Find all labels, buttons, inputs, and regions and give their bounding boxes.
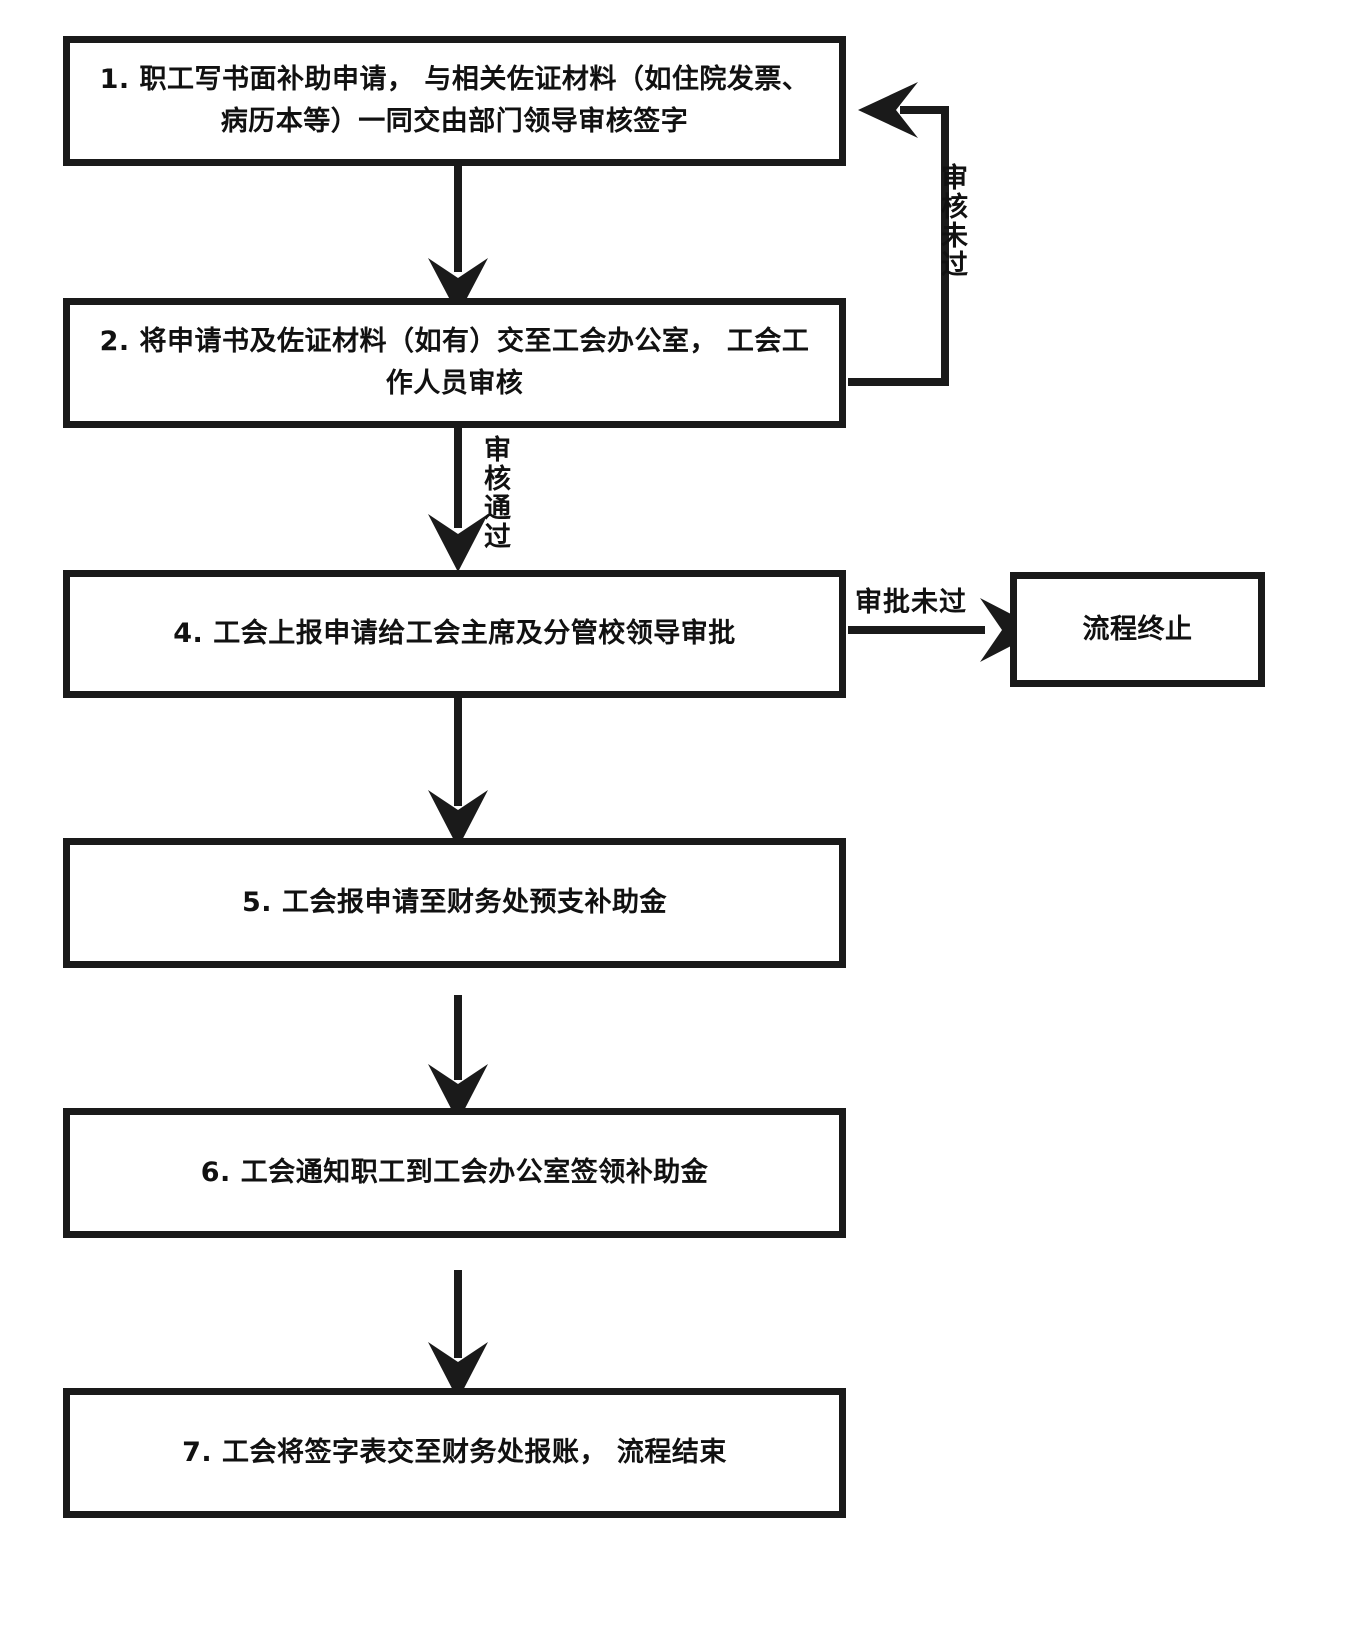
node-label-step5: 5. 工会报申请至财务处预支补助金 — [242, 887, 667, 919]
connector-step1-to-step2 — [428, 166, 488, 315]
edge-label-approval-failed: 审批未过 — [855, 587, 967, 618]
connector-step6-to-step7 — [428, 1270, 488, 1400]
node-label-step7: 7. 工会将签字表交至财务处报账， 流程结束 — [182, 1437, 727, 1469]
node-label-step1: 1. 职工写书面补助申请， 与相关佐证材料（如住院发票、病历本等）一同交由部门领… — [99, 64, 810, 137]
node-label-terminate: 流程终止 — [1082, 613, 1193, 645]
edge-label-review-failed: 审核未过 — [936, 163, 967, 279]
process-node-step1[interactable]: 1. 职工写书面补助申请， 与相关佐证材料（如住院发票、病历本等）一同交由部门领… — [63, 36, 846, 166]
connector-step5-to-step6 — [428, 995, 488, 1122]
edge-label-review-passed: 审核通过 — [479, 435, 510, 551]
node-label-step4: 4. 工会上报申请给工会主席及分管校领导审批 — [173, 618, 736, 650]
node-label-step6: 6. 工会通知职工到工会办公室签领补助金 — [200, 1157, 709, 1189]
process-node-step7[interactable]: 7. 工会将签字表交至财务处报账， 流程结束 — [63, 1388, 846, 1518]
node-label-step2: 2. 将申请书及佐证材料（如有）交至工会办公室， 工会工作人员审核 — [99, 326, 810, 399]
process-node-step5[interactable]: 5. 工会报申请至财务处预支补助金 — [63, 838, 846, 968]
process-node-step6[interactable]: 6. 工会通知职工到工会办公室签领补助金 — [63, 1108, 846, 1238]
connector-review-failed-loop — [848, 82, 949, 386]
terminal-node-terminate[interactable]: 流程终止 — [1010, 572, 1265, 687]
connector-step4-to-step5 — [428, 698, 488, 848]
process-node-step4[interactable]: 4. 工会上报申请给工会主席及分管校领导审批 — [63, 570, 846, 698]
process-node-step2[interactable]: 2. 将申请书及佐证材料（如有）交至工会办公室， 工会工作人员审核 — [63, 298, 846, 428]
